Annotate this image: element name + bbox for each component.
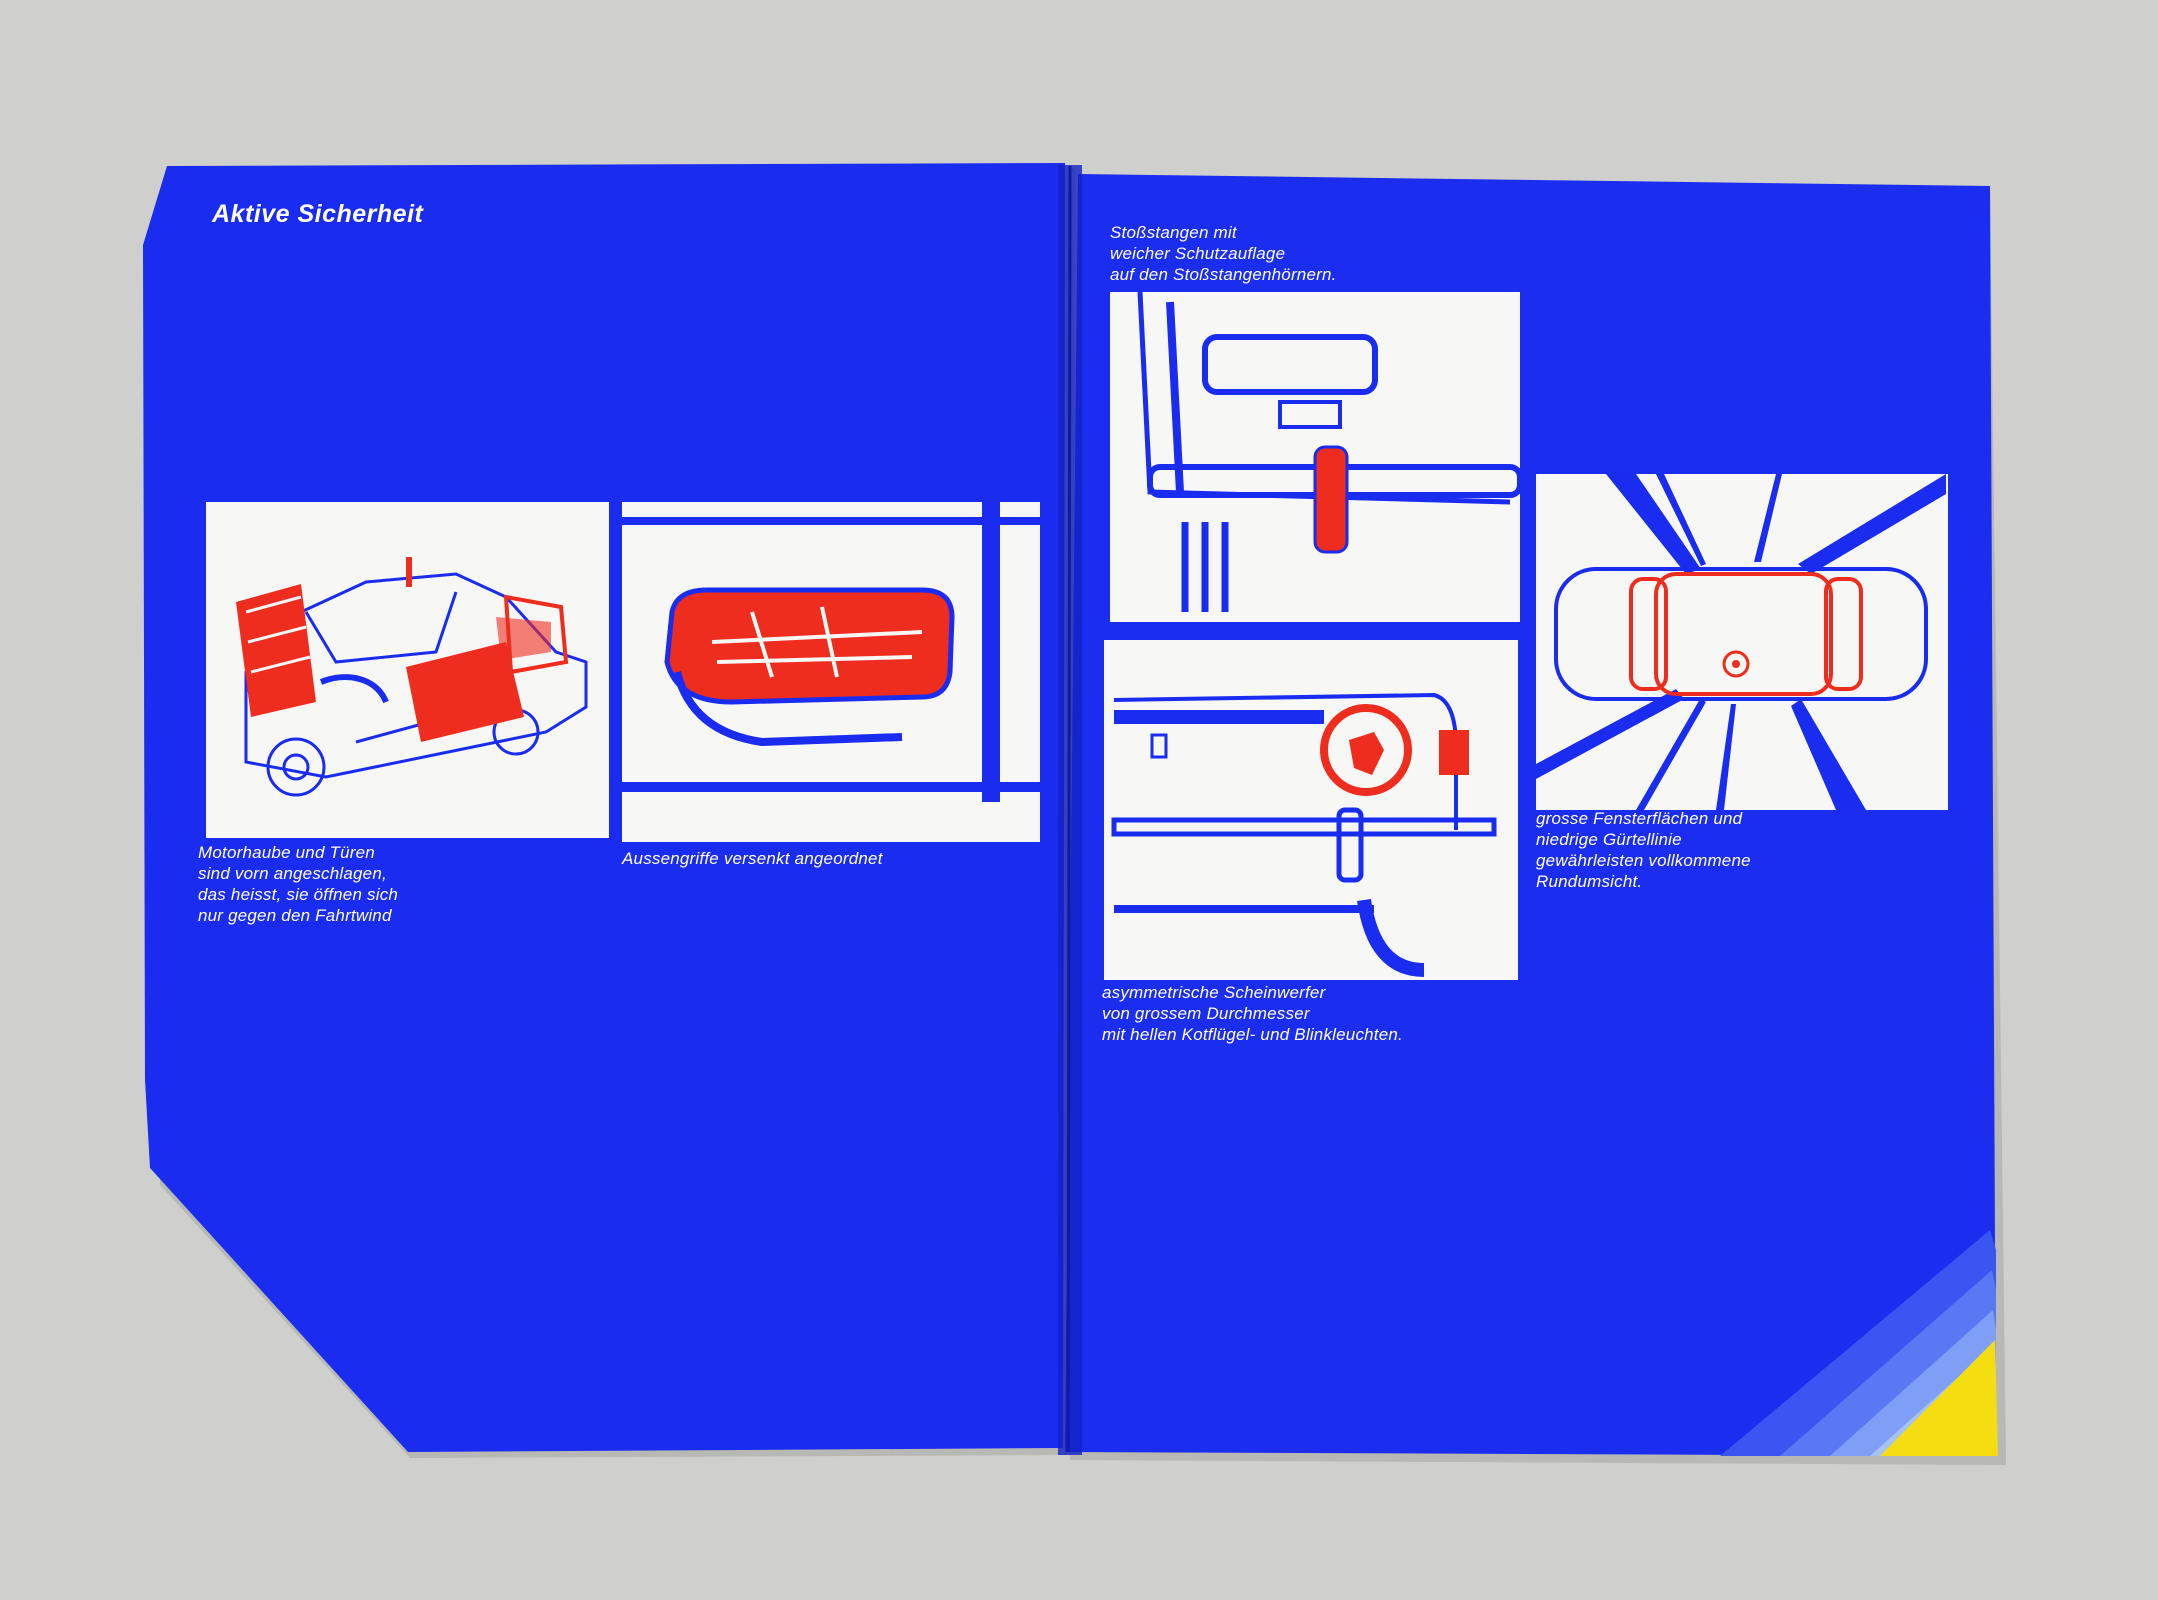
car-open-doors-illustration [206,502,609,838]
headlight-drawing [1111,692,1497,977]
caption-headlights: asymmetrische Scheinwerfer von grossem D… [1102,983,1403,1044]
page-title: Aktive Sicherheit [212,200,424,228]
rear-bumper-illustration [1110,292,1520,622]
top-view-visibility-illustration [1536,474,1948,810]
car-open-doors-drawing [236,557,588,797]
headlight-illustration [1104,640,1518,980]
door-handle-drawing [622,502,1040,802]
caption-windows: grosse Fensterflächen und niedrige Gürte… [1536,809,1751,891]
rear-bumper-drawing [1137,292,1520,612]
caption-hood-doors: Motorhaube und Türen sind vorn angeschla… [198,843,399,925]
caption-bumpers: Stoßstangen mit weicher Schutzauflage au… [1110,223,1337,284]
stripe-yellow [1880,1340,1998,1456]
top-view-drawing [1536,474,1946,810]
caption-handles: Aussengriffe versenkt angeordnet [622,849,883,868]
spine-line [1066,165,1072,1453]
door-handle-illustration [622,502,1040,842]
